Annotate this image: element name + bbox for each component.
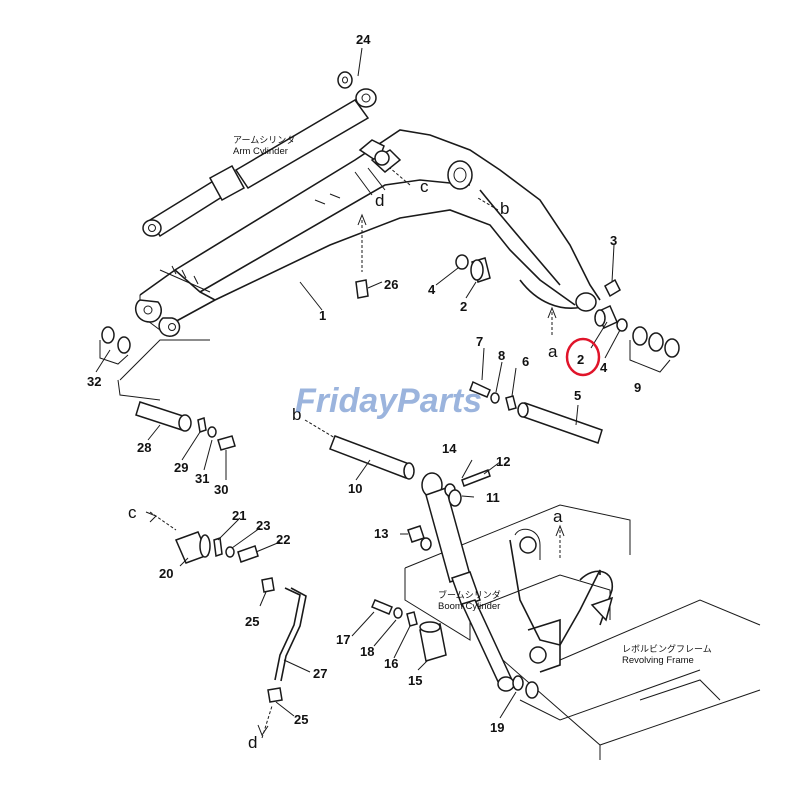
bolt-part-26	[355, 279, 369, 299]
revolving-frame	[404, 504, 761, 760]
pin-part-28	[135, 401, 187, 431]
bolt-part-7	[469, 380, 491, 398]
shim-part-9	[632, 326, 648, 346]
bolt-part-17	[371, 599, 393, 615]
part-label-4-b: 4	[600, 360, 608, 375]
bolt-part-30	[217, 435, 236, 451]
part-label-31: 31	[195, 471, 209, 486]
plate-part-16	[406, 611, 418, 627]
washer-part-32	[101, 326, 115, 344]
part-label-18: 18	[360, 644, 374, 659]
bolt-part-22	[237, 545, 259, 563]
part-label-32: 32	[87, 374, 101, 389]
arm-cylinder-caption-en: Arm Cylinder	[233, 146, 288, 157]
part-label-29: 29	[174, 460, 188, 475]
washer-part-8	[490, 392, 500, 404]
part-label-2-highlighted: 2	[577, 352, 584, 367]
washer-part-24	[337, 71, 353, 89]
seal-part-4-b	[616, 318, 628, 332]
fitting-part-25	[261, 577, 275, 593]
revolving-frame-caption-jp: レボルビングフレーム	[622, 643, 712, 654]
washer-part-18	[393, 607, 403, 619]
part-label-28: 28	[137, 440, 151, 455]
part-label-12: 12	[496, 454, 510, 469]
washer-part-23	[225, 546, 235, 558]
part-label-19: 19	[490, 720, 504, 735]
part-label-22: 22	[276, 532, 290, 547]
part-label-6: 6	[522, 354, 529, 369]
plate-part-29	[197, 417, 207, 433]
bushing-part-11	[448, 489, 462, 507]
ref-letter-c-2: c	[128, 503, 137, 522]
arm-cylinder-caption-jp: アームシリンダ	[233, 134, 295, 145]
plate-part-21	[213, 536, 223, 558]
ref-letter-d-2: d	[248, 733, 257, 752]
part-label-27: 27	[313, 666, 327, 681]
pin-part-5	[520, 402, 603, 444]
bushing-part-19	[512, 675, 524, 691]
part-label-14: 14	[442, 441, 457, 456]
part-label-30: 30	[214, 482, 228, 497]
fitting-part-25-b	[267, 687, 283, 703]
boom-cylinder-caption-jp: ブームシリンダ	[438, 589, 501, 600]
fitting-part-3	[604, 278, 621, 298]
grease-pipe-part-27	[274, 587, 301, 681]
bolt-part-13	[407, 525, 425, 543]
arm-structure	[134, 129, 601, 337]
part-number-labels: 24 1 26 4 2 3 2 4 9 32 7 8 6 5 28 29 31 …	[87, 32, 641, 735]
watermark-logo: FridayParts	[295, 382, 482, 420]
part-label-26: 26	[384, 277, 398, 292]
ref-letter-c-1: c	[420, 177, 429, 196]
part-label-15: 15	[408, 673, 422, 688]
part-label-25-a: 25	[245, 614, 259, 629]
part-label-9: 9	[634, 380, 641, 395]
plate-part-6	[505, 395, 517, 411]
washer-part-31	[207, 426, 217, 438]
revolving-frame-caption-en: Revolving Frame	[622, 655, 694, 666]
part-label-10: 10	[348, 481, 362, 496]
part-label-17: 17	[336, 632, 350, 647]
part-label-5: 5	[574, 388, 581, 403]
part-label-21: 21	[232, 508, 246, 523]
part-label-1: 1	[319, 308, 326, 323]
bolt-part-12	[461, 469, 491, 487]
boom-cylinder-caption-en: Boom Cylinder	[438, 601, 500, 612]
part-label-3: 3	[610, 233, 617, 248]
part-label-23: 23	[256, 518, 270, 533]
part-label-25-b: 25	[294, 712, 308, 727]
pin-part-10	[329, 435, 414, 479]
part-label-4-a: 4	[428, 282, 436, 297]
ref-letter-b-2: b	[292, 405, 301, 424]
ref-letter-d-1: d	[375, 191, 384, 210]
arm-cylinder	[142, 88, 377, 238]
part-label-20: 20	[159, 566, 173, 581]
part-label-11: 11	[486, 490, 500, 505]
ref-letter-b-1: b	[500, 199, 509, 218]
part-label-2-a: 2	[460, 299, 467, 314]
ref-letter-a-2: a	[553, 507, 563, 526]
part-label-16: 16	[384, 656, 398, 671]
part-label-8: 8	[498, 348, 505, 363]
seal-part-4	[455, 254, 469, 270]
part-label-13: 13	[374, 526, 388, 541]
part-label-7: 7	[476, 334, 483, 349]
highlight-circle	[565, 337, 601, 377]
ref-letter-a-1: a	[548, 342, 558, 361]
leader-lines	[95, 47, 621, 739]
part-label-24: 24	[356, 32, 371, 47]
